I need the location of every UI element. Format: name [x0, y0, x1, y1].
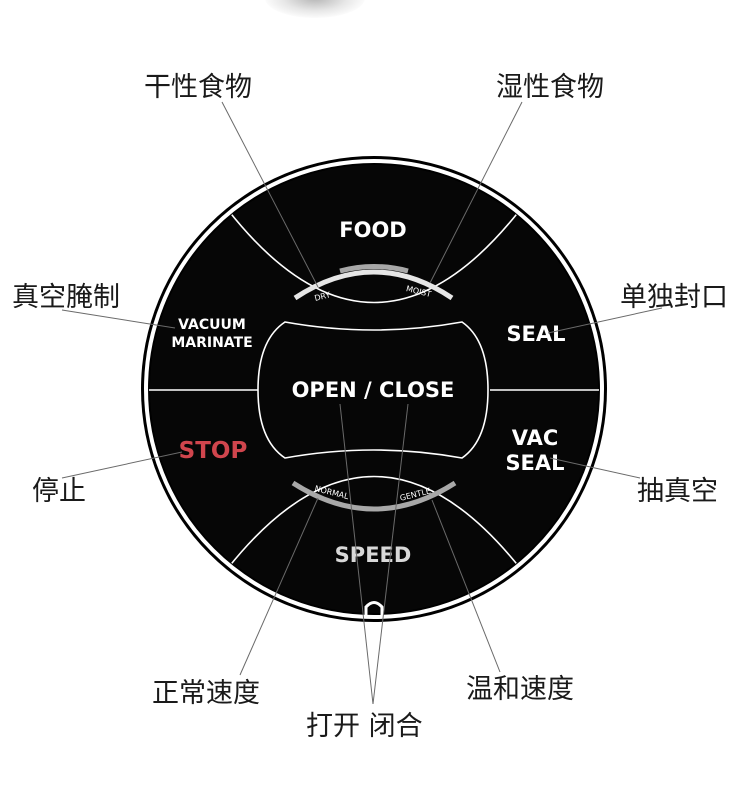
- stop-label[interactable]: STOP: [179, 438, 248, 464]
- leader-seal: [547, 307, 663, 334]
- callout-vacuum: 抽真空: [637, 476, 718, 507]
- seal-label[interactable]: SEAL: [506, 322, 565, 346]
- callout-moist-food: 湿性食物: [496, 72, 604, 103]
- leader-vacuum-marinate: [61, 309, 176, 329]
- food-zone-divider: [227, 209, 521, 304]
- panel-face: [150, 165, 598, 613]
- bottom-notch-icon: [364, 601, 384, 618]
- vacuum-marinate-label-1[interactable]: VACUUM: [178, 317, 246, 333]
- leader-moist: [429, 101, 523, 284]
- dry-label[interactable]: DRY: [313, 290, 331, 303]
- top-shadow: [265, 0, 365, 18]
- leader-dry: [221, 101, 319, 288]
- speed-indicator-track: [291, 480, 457, 512]
- callout-gentle-speed: 温和速度: [466, 674, 574, 705]
- callout-stop: 停止: [32, 476, 86, 507]
- callout-vacuum-marinate: 真空腌制: [12, 282, 120, 313]
- callout-dry-food: 干性食物: [144, 72, 252, 103]
- leader-stop: [61, 451, 183, 479]
- open-close-label[interactable]: OPEN / CLOSE: [292, 378, 455, 402]
- food-indicator-track: [293, 269, 454, 301]
- open-close-button[interactable]: [257, 321, 489, 459]
- food-label[interactable]: FOOD: [339, 218, 406, 242]
- speed-zone-divider: [227, 475, 521, 569]
- callout-seal-only: 单独封口: [620, 282, 728, 313]
- food-indicator-active: [339, 264, 409, 274]
- leader-normal: [239, 497, 319, 676]
- leader-open-close-right: [372, 403, 409, 705]
- vacuum-marinate-label-2[interactable]: MARINATE: [171, 335, 252, 351]
- leader-gentle: [431, 499, 501, 673]
- vac-seal-label-1[interactable]: VAC: [512, 426, 559, 450]
- callout-normal-speed: 正常速度: [152, 678, 260, 709]
- vac-seal-label-2[interactable]: SEAL: [505, 451, 564, 475]
- speed-label[interactable]: SPEED: [335, 543, 412, 567]
- callout-open-close: 打开 闭合: [306, 711, 423, 742]
- leader-vac-seal: [549, 457, 641, 479]
- panel-rim: [144, 159, 604, 619]
- leader-open-close-left: [339, 403, 374, 705]
